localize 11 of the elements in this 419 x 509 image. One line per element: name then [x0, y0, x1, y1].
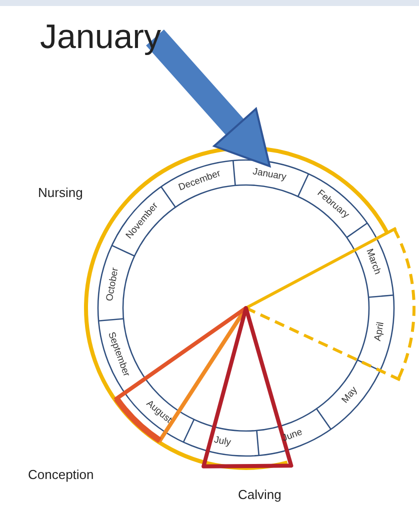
phase-label: Calving: [238, 487, 282, 502]
month-label: April: [372, 321, 386, 342]
arrow: [146, 30, 271, 168]
heading-label: January: [40, 18, 161, 57]
month-label: January: [252, 166, 288, 183]
month-label: October: [104, 266, 121, 302]
month-label: July: [213, 434, 232, 448]
phase-label: Conception: [28, 467, 94, 482]
month-label: June: [280, 426, 304, 444]
phase-label: Nursing: [38, 185, 83, 200]
month-label: March: [364, 247, 383, 276]
